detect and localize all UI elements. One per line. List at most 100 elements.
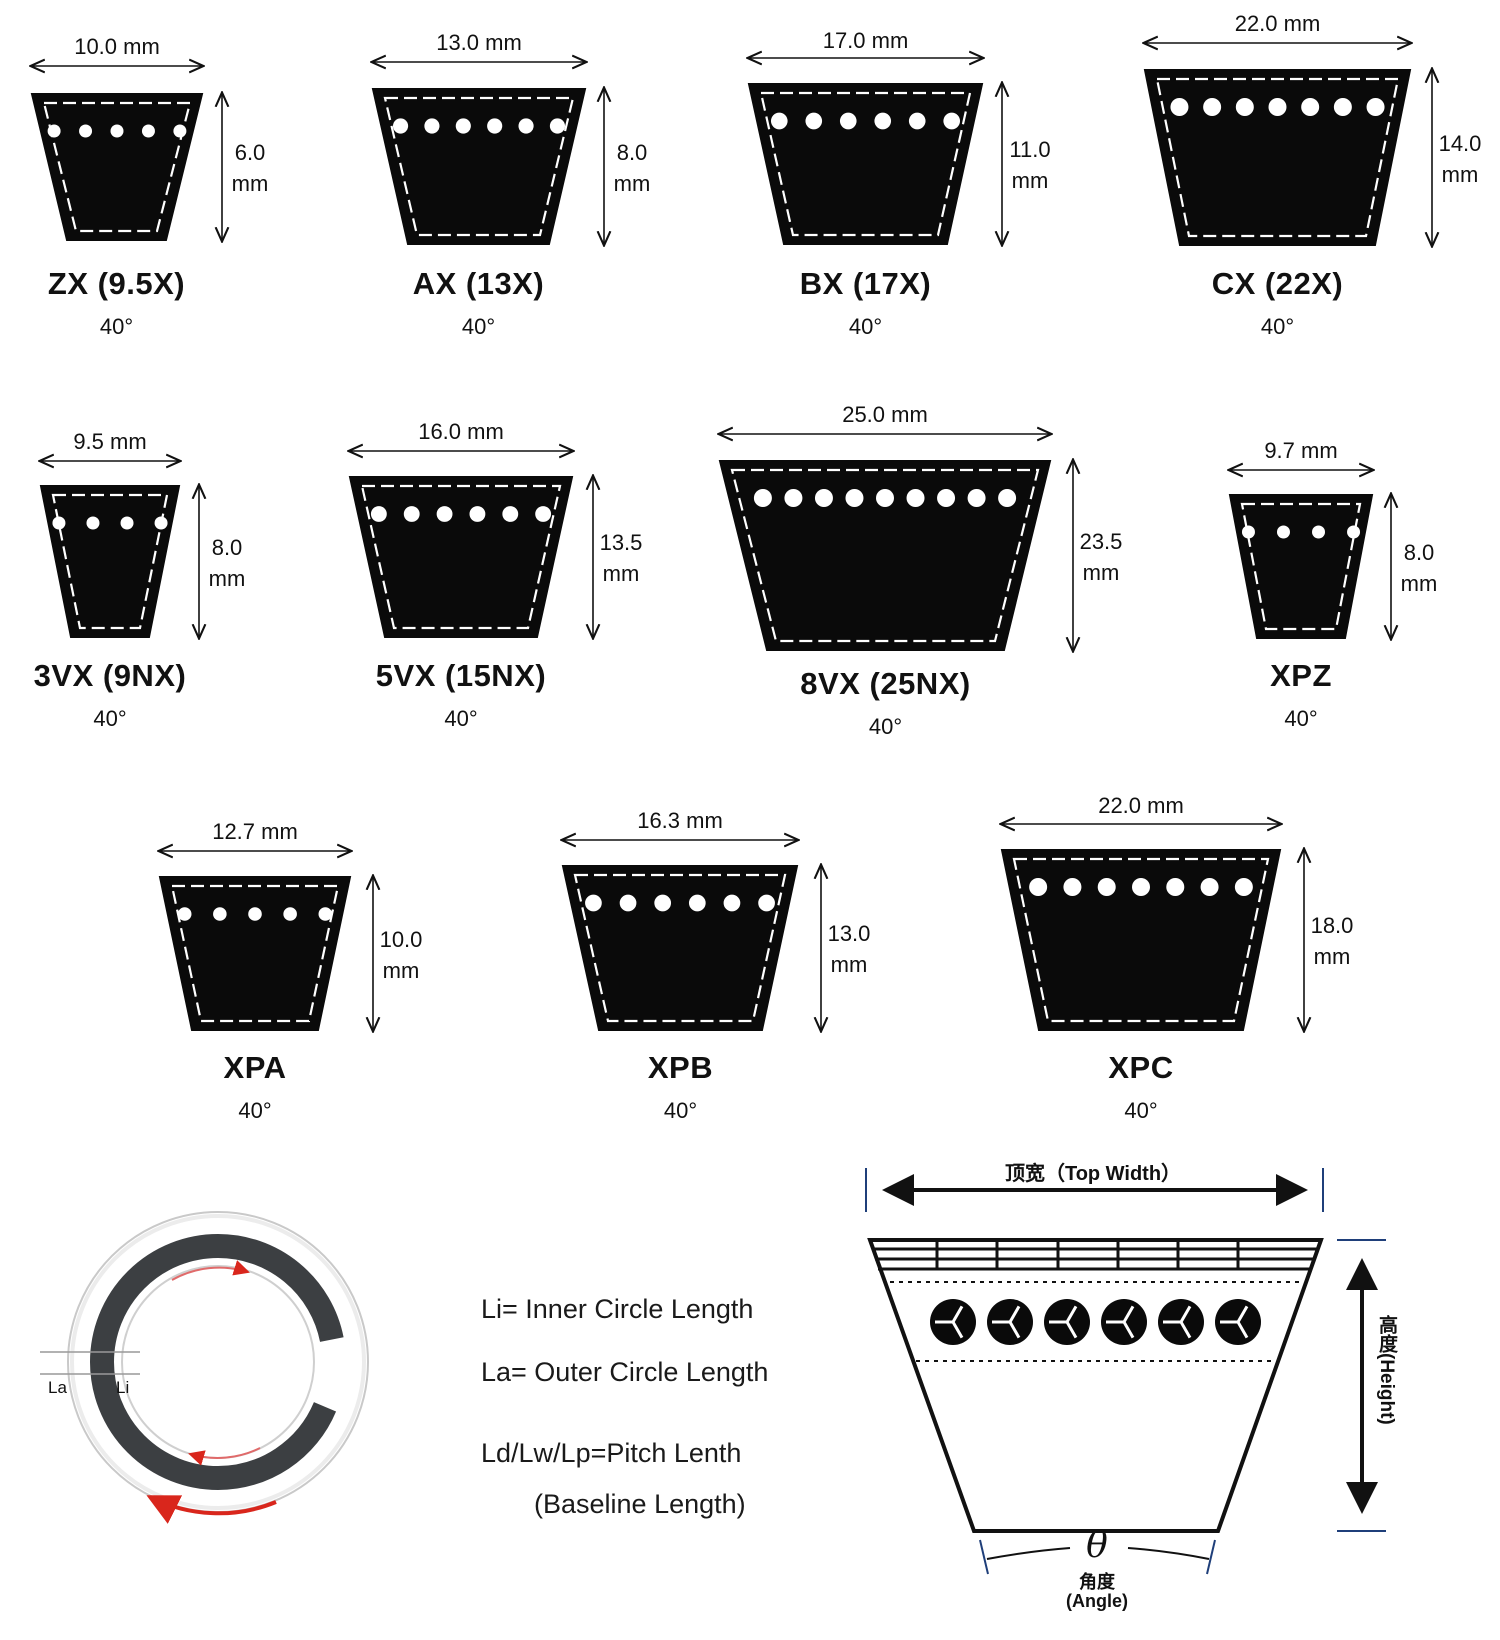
cord-dot — [1235, 98, 1254, 116]
cord-dot — [1241, 525, 1255, 539]
belt-angle: 40° — [663, 1098, 698, 1123]
cord-dot — [1276, 525, 1290, 539]
cord-dot — [392, 118, 409, 134]
cord-dot — [248, 907, 262, 921]
cord-dot — [1029, 878, 1048, 896]
belt-angle: 40° — [238, 1098, 272, 1123]
top-width-label: 9.7 mm — [1264, 438, 1338, 463]
belt-dashed-outline — [383, 96, 575, 237]
legend-pitch-length: Ld/Lw/Lp=Pitch Lenth — [481, 1438, 742, 1468]
belt-name: XPA — [223, 1050, 287, 1085]
ring-outer-label: La — [48, 1378, 67, 1397]
cord-dot — [876, 489, 894, 507]
cord-dot — [805, 112, 823, 130]
cord-dot — [585, 894, 602, 912]
cord-dot — [906, 489, 925, 507]
cord-dot — [723, 894, 741, 912]
section-top-width-label: 顶宽（Top Width） — [1004, 1163, 1182, 1185]
cord-dot — [998, 489, 1017, 507]
cord-dot — [874, 112, 892, 130]
cord-dot — [845, 489, 864, 507]
height-unit-label: mm — [1441, 161, 1479, 187]
cord-dot — [1347, 525, 1361, 539]
belt-cx — [1145, 43, 1432, 245]
height-unit-label: mm — [830, 952, 868, 977]
top-width-label: 22.0 mm — [1234, 11, 1321, 36]
inner-ring-line — [121, 1265, 315, 1459]
belt-angle: 40° — [1124, 1098, 1158, 1123]
outer-direction-arrow — [146, 1495, 277, 1524]
top-width-label: 16.3 mm — [637, 808, 723, 833]
height-value-label: 13.0 — [827, 921, 871, 946]
cord-dot — [1097, 878, 1116, 896]
height-value-label: 23.5 — [1079, 528, 1123, 554]
belt-xpa — [160, 851, 373, 1030]
section-theta-symbol: θ — [1086, 1525, 1108, 1566]
cord-dot — [908, 112, 926, 130]
cord-dot — [814, 489, 833, 507]
belt-angle: 40° — [848, 314, 883, 339]
belt-3vx — [41, 461, 199, 637]
cord-dot — [839, 112, 857, 130]
belt-zx — [32, 66, 222, 240]
cord-dot — [770, 112, 788, 130]
cord-dot — [688, 894, 706, 912]
belt-dashed-outline — [170, 884, 340, 1023]
top-width-label: 12.7 mm — [212, 819, 298, 844]
belt-angle: 40° — [1284, 706, 1318, 731]
section-height-label: 高度(Height) — [1376, 1315, 1397, 1425]
cord-dot — [549, 118, 566, 134]
belt-profiles — [32, 43, 1432, 1030]
belt-bx — [749, 58, 1002, 244]
section-angle-en: (Angle) — [1066, 1591, 1128, 1611]
cord-dot — [79, 124, 93, 138]
cord-dot — [424, 118, 440, 134]
belt-body — [718, 460, 1052, 651]
cord-dot — [518, 118, 534, 134]
cord-dot — [370, 506, 387, 522]
cord-dot — [403, 506, 420, 522]
inner-direction-arrow-bottom — [188, 1447, 261, 1466]
belt-cross-section — [865, 1168, 1386, 1575]
section-angle-cn: 角度 — [1079, 1572, 1115, 1592]
belt-body — [39, 485, 181, 638]
belt-name: 3VX (9NX) — [33, 658, 187, 693]
belt-xpz — [1230, 470, 1391, 638]
cord-dot — [753, 489, 772, 507]
cord-dot — [213, 907, 227, 921]
belt-name: CX (22X) — [1211, 266, 1344, 301]
cord-dot — [654, 894, 672, 912]
belt-name: XPZ — [1270, 658, 1332, 693]
inner-direction-arrow-top — [171, 1260, 250, 1281]
cord-dot — [283, 907, 297, 921]
belt-dashed-outline — [1155, 77, 1400, 238]
height-value-label: 6.0 — [234, 140, 266, 165]
belt-angle: 40° — [99, 314, 134, 339]
belt-xpc — [1002, 824, 1304, 1030]
belt-angle: 40° — [93, 706, 127, 731]
belt-name: XPC — [1108, 1050, 1174, 1085]
belt-8vx — [720, 434, 1073, 650]
cord-dot — [1301, 98, 1320, 116]
belt-body — [747, 83, 984, 245]
belt-dashed-outline — [573, 873, 787, 1023]
cord-dot — [1268, 98, 1287, 116]
cord-dot — [173, 124, 187, 138]
belt-angle: 40° — [444, 706, 478, 731]
cord-dot — [1234, 878, 1253, 896]
cord-dot — [487, 118, 503, 134]
belt-name: 8VX (25NX) — [800, 666, 971, 701]
belt-ax — [373, 62, 604, 244]
cord-dot — [937, 489, 956, 507]
belt-dashed-outline — [1240, 502, 1362, 631]
legend-baseline-length: (Baseline Length) — [534, 1489, 746, 1519]
belt-name: AX (13X) — [412, 266, 545, 301]
tension-cords — [930, 1299, 1261, 1345]
cord-dot — [1170, 98, 1189, 116]
belt-angle: 40° — [1260, 314, 1295, 339]
belt-name: ZX (9.5X) — [47, 266, 186, 301]
top-width-label: 17.0 mm — [822, 28, 909, 53]
section-outline — [867, 1238, 1324, 1533]
cord-dot — [619, 894, 637, 912]
